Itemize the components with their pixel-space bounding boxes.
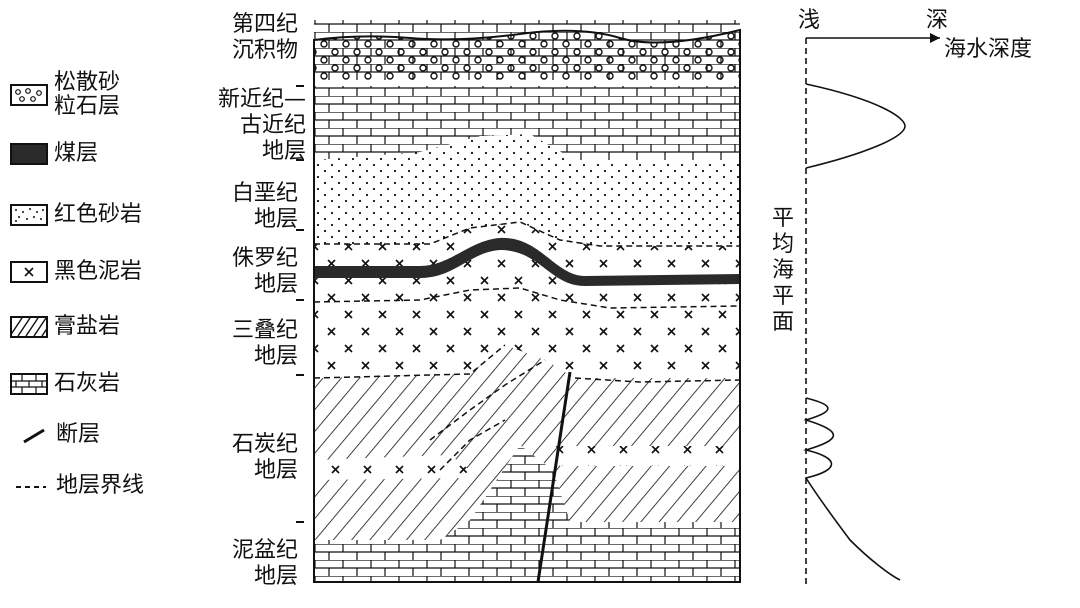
mudstone-band <box>556 446 740 466</box>
shallow-label: 浅 <box>798 8 820 34</box>
depth-curve-panel <box>806 33 940 586</box>
depth-curve <box>806 84 905 168</box>
axis-arrow-icon <box>930 33 940 43</box>
deep-label: 深 <box>926 8 948 34</box>
mean-sea-level-label: 平 均 海 平 面 <box>770 206 796 336</box>
depth-curve <box>806 398 900 580</box>
era-ticks <box>296 86 304 522</box>
depth-axis-label: 海水深度 <box>944 37 1032 63</box>
